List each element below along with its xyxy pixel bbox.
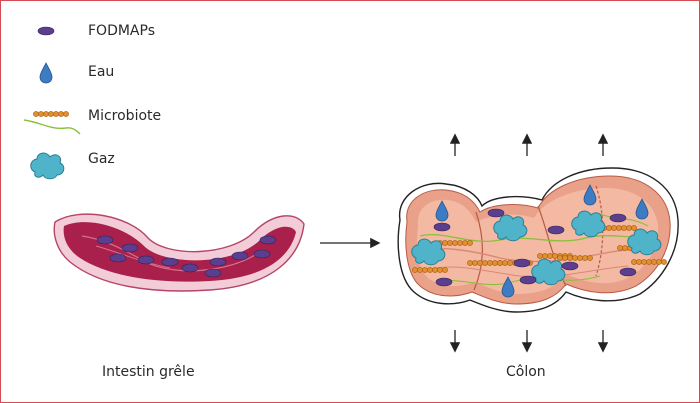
small-intestine-illustration — [53, 213, 305, 292]
caption-colon: Côlon — [506, 364, 546, 380]
downward-arrows — [449, 330, 609, 353]
caption-small-intestine: Intestin grêle — [102, 364, 195, 380]
legend-microbiota-icon — [23, 111, 81, 135]
legend-label-fodmaps: FODMAPs — [88, 23, 155, 39]
upward-arrows — [449, 133, 609, 156]
legend-fodmap-icon — [37, 26, 55, 36]
colon-illustration — [397, 167, 679, 313]
legend-label-water: Eau — [88, 64, 115, 80]
legend-label-microbiota: Microbiote — [88, 108, 162, 124]
legend-gas-icon — [30, 152, 65, 180]
legend-label-gas: Gaz — [88, 151, 115, 167]
legend-water-drop-icon — [39, 62, 53, 84]
